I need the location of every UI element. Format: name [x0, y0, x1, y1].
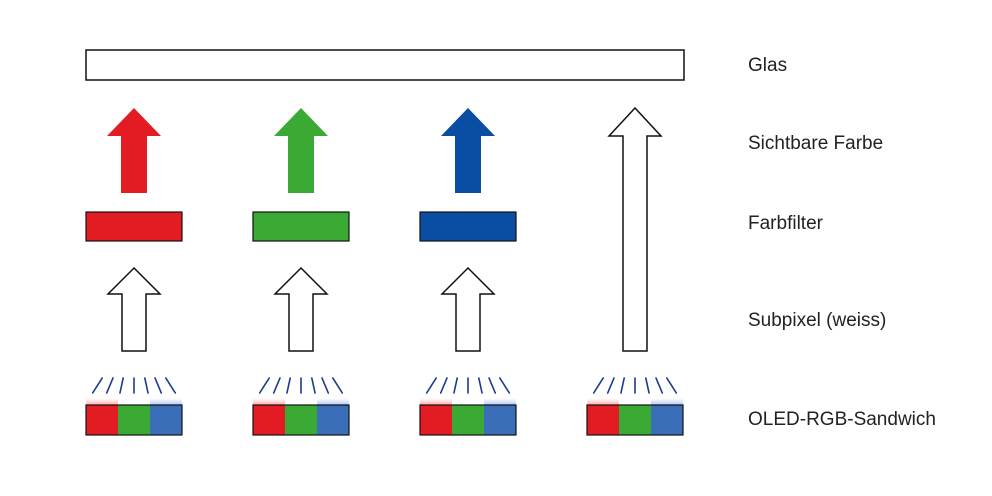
light-ray	[453, 377, 459, 394]
label-oled: OLED-RGB-Sandwich	[748, 409, 936, 430]
light-ray	[321, 377, 330, 394]
light-ray	[286, 377, 292, 394]
oled-blue-subpixel	[150, 405, 182, 435]
oled-blue-subpixel	[484, 405, 516, 435]
light-ray	[144, 377, 149, 394]
visible-color-arrow-green	[274, 108, 328, 193]
light-ray	[606, 377, 615, 394]
oled-red-subpixel	[587, 405, 619, 435]
subpixel-arrow-red	[106, 266, 162, 352]
oled-sandwich-red	[85, 404, 183, 436]
label-subpixel: Subpixel (weiss)	[748, 310, 887, 331]
glow-red	[587, 398, 619, 405]
glow-blue	[484, 398, 516, 405]
oled-sandwich-white	[586, 404, 684, 436]
light-ray	[272, 377, 281, 394]
light-ray	[119, 377, 124, 394]
light-ray	[310, 377, 316, 394]
light-ray	[105, 377, 114, 394]
light-ray	[488, 377, 497, 394]
label-color-filter: Farbfilter	[748, 213, 823, 234]
color-filter-green	[252, 211, 350, 242]
white-light-arrow	[607, 106, 663, 352]
oled-red-subpixel	[420, 405, 452, 435]
glow-red	[253, 398, 285, 405]
oled-red-subpixel	[253, 405, 285, 435]
glow-red	[86, 398, 118, 405]
light-ray	[154, 377, 163, 394]
oled-green-subpixel	[118, 405, 150, 435]
glow-blue	[317, 398, 349, 405]
light-ray	[655, 377, 664, 394]
light-ray	[258, 377, 271, 394]
glow-blue	[651, 398, 683, 405]
glow-red	[420, 398, 452, 405]
oled-blue-subpixel	[651, 405, 683, 435]
light-ray	[439, 377, 448, 394]
light-ray	[477, 377, 483, 394]
visible-color-arrow-blue	[441, 108, 495, 193]
label-glass: Glas	[748, 55, 788, 76]
oled-sandwich-blue	[419, 404, 517, 436]
oled-red-subpixel	[86, 405, 118, 435]
visible-color-arrow-red	[107, 108, 161, 193]
color-filter-blue	[419, 211, 517, 242]
oled-green-subpixel	[452, 405, 484, 435]
light-ray	[620, 377, 626, 394]
subpixel-arrow-blue	[440, 266, 496, 352]
light-ray	[498, 377, 511, 394]
light-ray	[644, 377, 650, 394]
light-ray	[592, 377, 605, 394]
glow-blue	[150, 398, 182, 405]
color-filter-red	[85, 211, 183, 242]
oled-green-subpixel	[285, 405, 317, 435]
subpixel-arrow-green	[273, 266, 329, 352]
light-ray	[165, 377, 177, 394]
oled-blue-subpixel	[317, 405, 349, 435]
glass-bar	[85, 49, 685, 81]
light-ray	[665, 377, 678, 394]
light-ray	[331, 377, 344, 394]
light-ray	[425, 377, 438, 394]
light-ray	[91, 377, 103, 394]
oled-green-subpixel	[619, 405, 651, 435]
oled-sandwich-green	[252, 404, 350, 436]
label-visible-color: Sichtbare Farbe	[748, 133, 884, 154]
